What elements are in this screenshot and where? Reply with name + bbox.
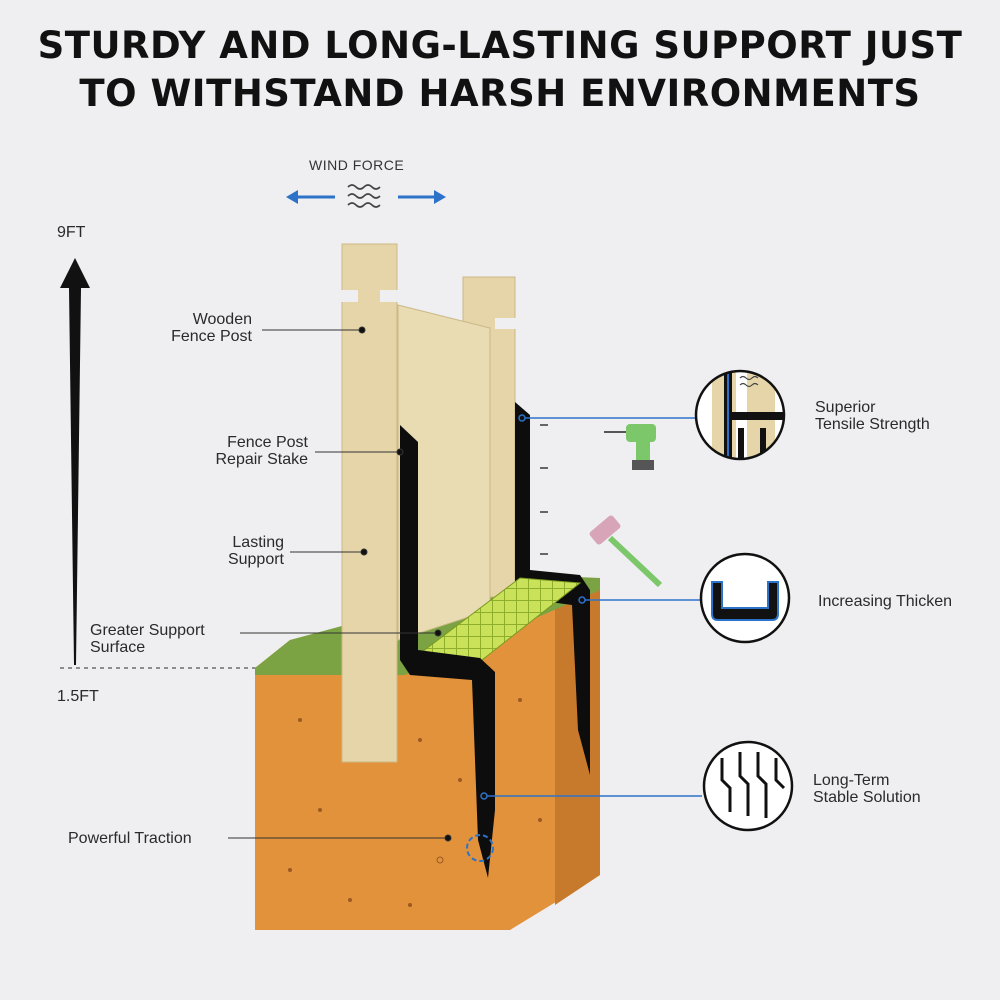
page-title: STURDY AND LONG-LASTING SUPPORT JUST TO … (0, 22, 1000, 118)
label-tensile-strength: Superior Tensile Strength (815, 399, 930, 433)
label-powerful-traction: Powerful Traction (68, 830, 192, 847)
title-line-1: STURDY AND LONG-LASTING SUPPORT JUST (37, 24, 963, 67)
wind-force-label: WIND FORCE (309, 157, 405, 173)
thicken-detail-circle (699, 552, 791, 644)
label-greater-support-surface: Greater Support Surface (90, 622, 205, 656)
label-repair-stake: Fence Post Repair Stake (215, 434, 309, 468)
title-line-2: TO WITHSTAND HARSH ENVIRONMENTS (79, 72, 921, 115)
label-stable-solution: Long-Term Stable Solution (813, 772, 921, 806)
height-arrow-icon (60, 258, 90, 665)
wind-waves-icon (286, 184, 446, 208)
label-increasing-thicken: Increasing Thicken (818, 593, 952, 610)
front-fence-post (341, 243, 398, 763)
height-top-label: 9FT (57, 224, 86, 241)
teeth-detail-circle (702, 740, 794, 832)
front-repair-stake (400, 425, 495, 878)
drill-icon (604, 424, 656, 470)
height-bottom-label: 1.5FT (57, 688, 99, 705)
label-lasting-support: Lasting Support (227, 534, 284, 568)
hammer-icon (589, 515, 663, 588)
label-wooden-fence-post: Wooden Fence Post (171, 311, 252, 345)
traction-ring (466, 834, 494, 862)
tensile-detail-circle (694, 369, 786, 461)
